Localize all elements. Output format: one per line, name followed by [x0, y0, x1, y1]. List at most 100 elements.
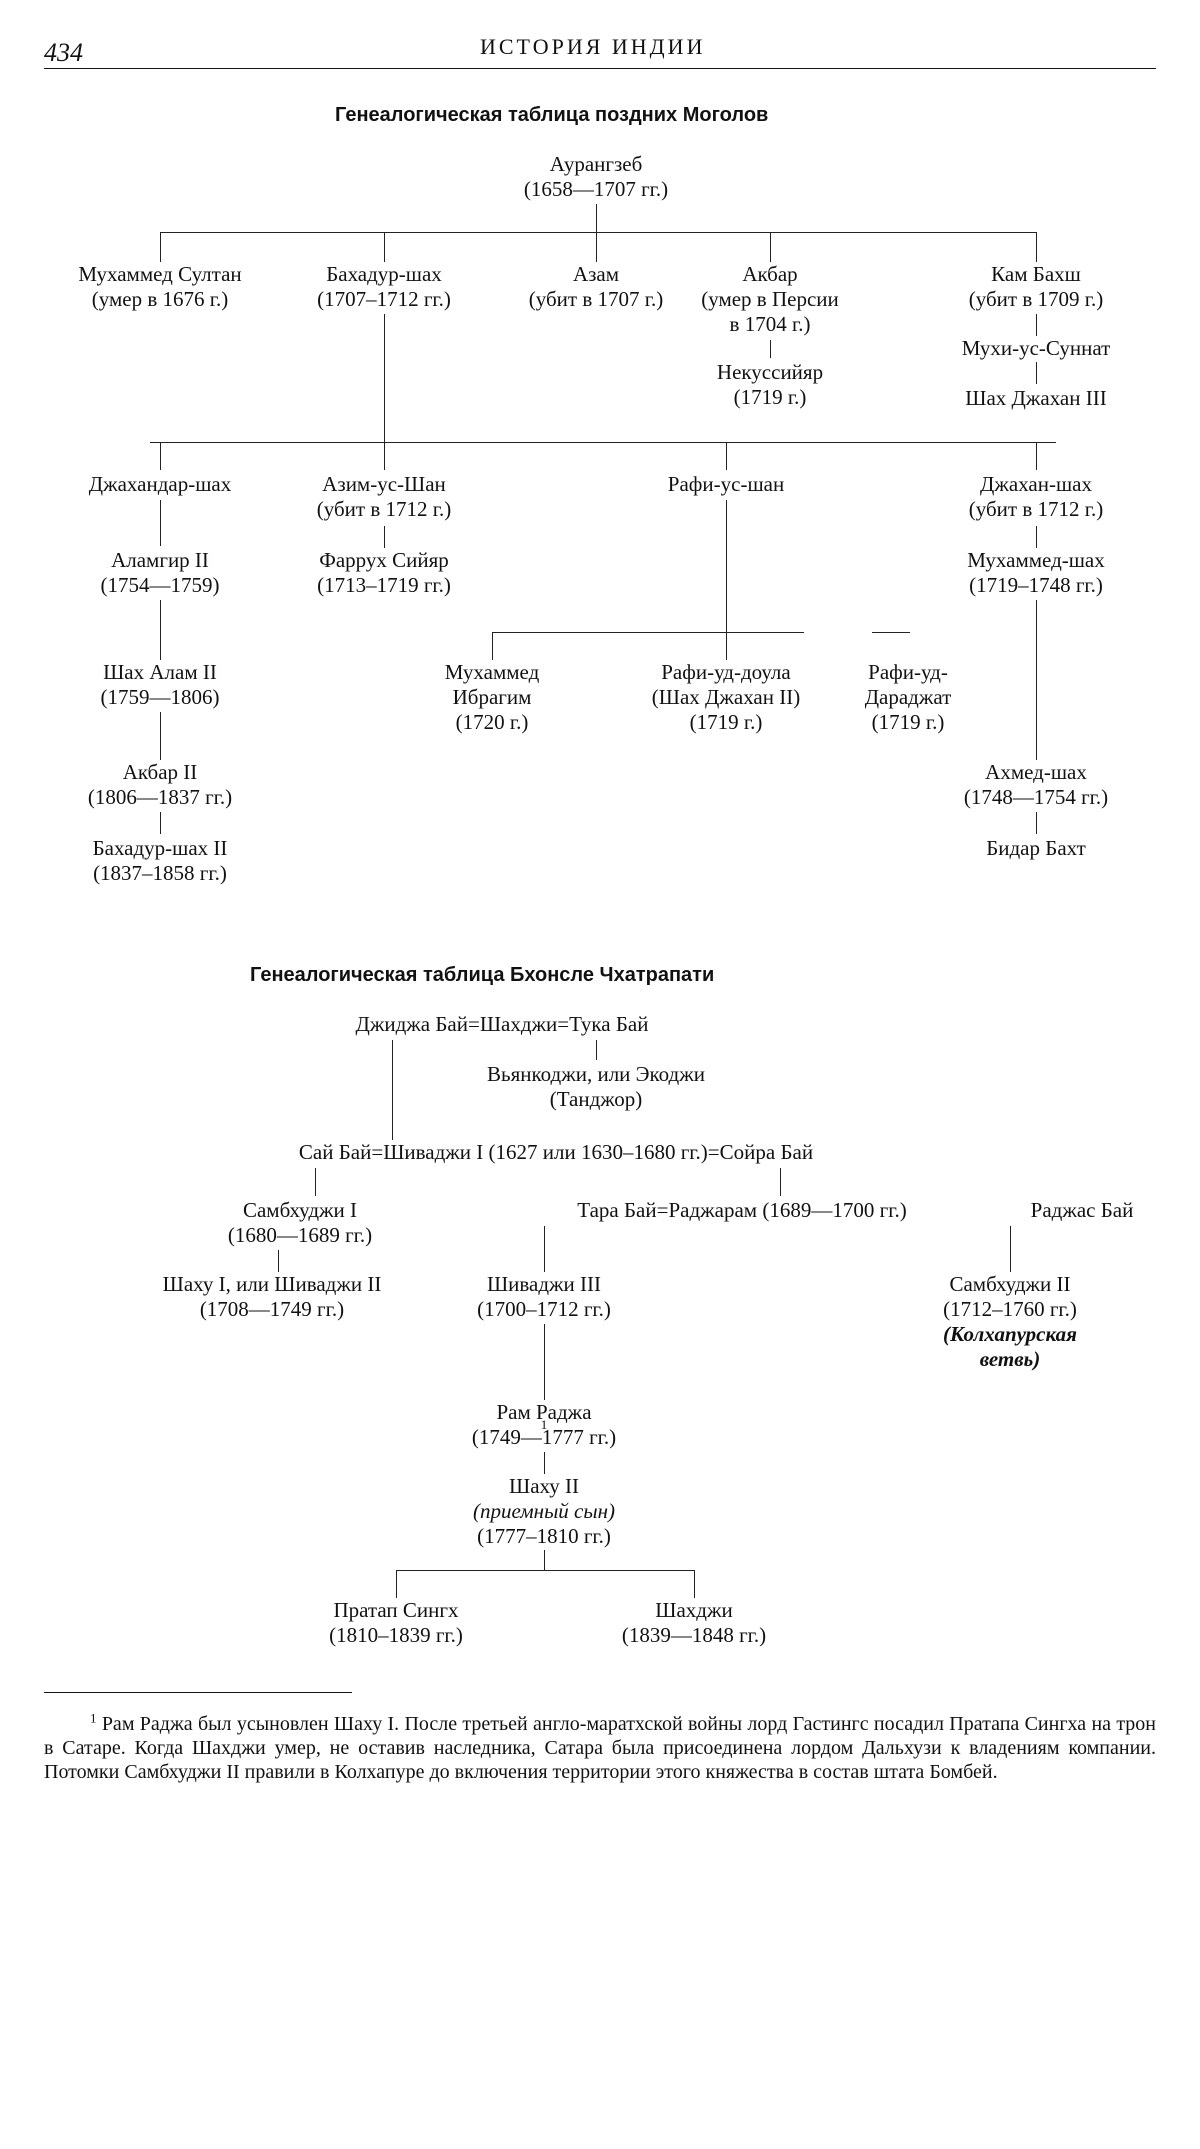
node-line: (1810–1839 гг.) — [329, 1623, 463, 1647]
node-line: в 1704 г.) — [729, 312, 811, 336]
connector — [770, 340, 771, 358]
connector — [384, 232, 385, 262]
node-aurangzeb: Аурангзеб(1658—1707 гг.) — [524, 152, 668, 202]
node-line: (1719 г.) — [689, 710, 763, 734]
node-alamgir-ii: Аламгир II(1754—1759) — [101, 548, 220, 598]
node-line: Пратап Сингх — [333, 1598, 459, 1622]
node-azam: Азам(убит в 1707 г.) — [529, 262, 663, 312]
header-rule — [44, 68, 1156, 69]
node-line: (приемный сын) — [472, 1499, 616, 1523]
connector — [780, 1168, 781, 1196]
node-line: Ахмед-шах — [985, 760, 1087, 784]
node-nekusiyar: Некуссийяр(1719 г.) — [717, 360, 823, 410]
node-rafi-ud-darajat: Рафи-уд-Дараджат(1719 г.) — [865, 660, 952, 735]
node-line: (Колхапурская — [943, 1322, 1077, 1346]
node-sambhaji-i: Самбхуджи I(1680—1689 гг.) — [228, 1198, 372, 1248]
node-bahadur-shah-ii: Бахадур-шах II(1837–1858 гг.) — [93, 836, 228, 886]
node-line: (1707–1712 гг.) — [317, 287, 451, 311]
node-line: Бахадур-шах II — [92, 836, 228, 860]
node-line: Шахджи — [655, 1598, 733, 1622]
node-bidar-bakht: Бидар Бахт — [986, 836, 1086, 861]
connector — [726, 442, 727, 470]
running-title: ИСТОРИЯ ИНДИИ — [480, 34, 706, 59]
node-line: Шах Джахан III — [965, 386, 1107, 410]
node-line: (1720 г.) — [455, 710, 529, 734]
node-line: (1700–1712 гг.) — [477, 1297, 611, 1321]
node-line: (1712–1760 гг.) — [943, 1297, 1077, 1321]
node-line: (Шах Джахан II) — [651, 685, 801, 709]
node-farrukhsiyar: Фаррух Сийяр(1713–1719 гг.) — [317, 548, 451, 598]
node-line: (1839—1848 гг.) — [621, 1623, 767, 1647]
connector — [1036, 232, 1037, 262]
node-line: (1713–1719 гг.) — [317, 573, 451, 597]
node-line: Фаррух Сийяр — [319, 548, 449, 572]
connector — [1010, 1226, 1011, 1272]
node-line: (1777–1810 гг.) — [477, 1524, 611, 1548]
connector — [544, 1452, 545, 1474]
node-rajaram-line: Тара Бай=Раджарам (1689—1700 гг.) — [577, 1198, 907, 1222]
node-line: (1708—1749 гг.) — [199, 1297, 345, 1321]
node-shahu-ii: Шаху II(приемный сын)(1777–1810 гг.) — [473, 1474, 615, 1549]
connector — [160, 600, 161, 660]
node-line: Мухаммед — [444, 660, 540, 684]
connector — [596, 232, 597, 262]
connector — [492, 632, 493, 660]
node-vyankoji: Вьянкоджи, или Экоджи(Танджор) — [487, 1062, 705, 1112]
node-jahandar-shah: Джахандар-шах — [89, 472, 231, 497]
connector — [160, 442, 161, 470]
connector — [160, 812, 161, 834]
footnote: 1 Рам Раджа был усыновлен Шаху I. После … — [44, 1710, 1157, 1784]
connector — [396, 1570, 397, 1598]
node-line: (убит в 1707 г.) — [528, 287, 664, 311]
node-line: Ибрагим — [452, 685, 532, 709]
node-jahan-shah: Джахан-шах(убит в 1712 г.) — [969, 472, 1103, 522]
node-shahu-i: Шаху I, или Шиваджи II(1708—1749 гг.) — [163, 1272, 382, 1322]
connector — [315, 1168, 316, 1196]
node-line: Аламгир II — [111, 548, 209, 572]
node-line: (1759—1806) — [100, 685, 220, 709]
node-rafi-ud-daula: Рафи-уд-доула(Шах Джахан II)(1719 г.) — [652, 660, 800, 735]
node-bahadur-shah: Бахадур-шах(1707–1712 гг.) — [317, 262, 451, 312]
node-line: Бидар Бахт — [986, 836, 1086, 860]
node-line: (1658—1707 гг.) — [523, 177, 669, 201]
connector — [392, 1040, 393, 1140]
connector — [384, 314, 385, 442]
node-line: (убит в 1712 г.) — [968, 497, 1104, 521]
connector — [726, 500, 727, 632]
connector — [160, 500, 161, 546]
node-line: Шах Алам II — [103, 660, 217, 684]
node-rajas-bai: Раджас Бай — [1030, 1198, 1134, 1222]
node-line: Дараджат — [864, 685, 952, 709]
node-shahji: Шахджи(1839—1848 гг.) — [622, 1598, 766, 1648]
node-muhammad-sultan: Мухаммед Султан(умер в 1676 г.) — [78, 262, 241, 312]
connector — [770, 232, 771, 262]
node-line: ветвь) — [979, 1347, 1041, 1371]
node-line: Азим-ус-Шан — [322, 472, 446, 496]
node-line: Самбхуджи I — [242, 1198, 358, 1222]
node-line: (1748—1754 гг.) — [963, 785, 1109, 809]
node-shah-jahan-iii: Шах Джахан III — [965, 386, 1106, 411]
node-line: Азам — [572, 262, 620, 286]
node-shivaji-line: Сай Бай=Шиваджи I (1627 или 1630–1680 гг… — [298, 1140, 814, 1164]
connector — [1036, 812, 1037, 834]
node-line: Шаху I, или Шиваджи II — [162, 1272, 382, 1296]
footnote-rule — [44, 1692, 352, 1693]
bhonsle-table-title: Генеалогическая таблица Бхонсле Чхатрапа… — [250, 964, 715, 986]
node-line: Кам Бахш — [991, 262, 1081, 286]
node-muhammad-shah: Мухаммед-шах(1719–1748 гг.) — [967, 548, 1104, 598]
node-line: (1719–1748 гг.) — [969, 573, 1103, 597]
node-line: Мухаммед-шах — [967, 548, 1105, 572]
connector — [278, 1250, 279, 1272]
connector — [396, 1570, 694, 1571]
footnote-text: Рам Раджа был усыновлен Шаху I. После тр… — [44, 1713, 1157, 1783]
node-line: Бахадур-шах — [326, 262, 442, 286]
node-shah-alam-ii: Шах Алам II(1759—1806) — [101, 660, 220, 710]
node-line: Аурангзеб — [549, 152, 643, 176]
footnote-mark: 1 — [90, 1710, 97, 1726]
node-line: (убит в 1709 г.) — [968, 287, 1104, 311]
